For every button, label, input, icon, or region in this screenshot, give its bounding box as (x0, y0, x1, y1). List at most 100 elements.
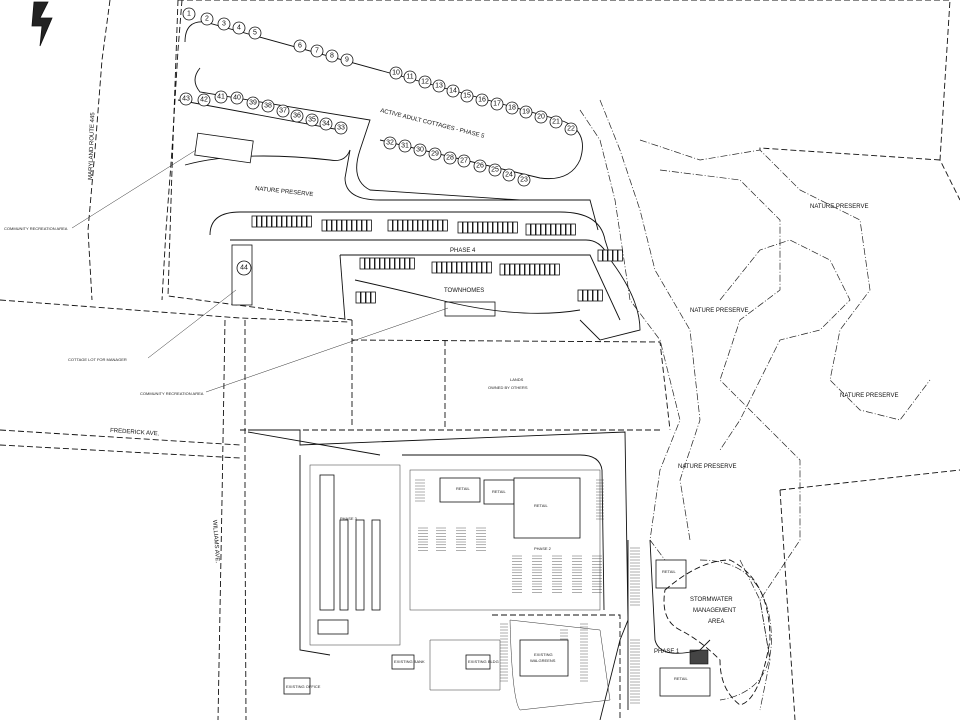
townhome-unit (499, 263, 505, 276)
lot-number: 17 (493, 101, 501, 108)
lot-marker (340, 53, 354, 67)
townhome-unit (366, 219, 372, 232)
townhome-unit (355, 291, 361, 304)
townhome-unit (451, 261, 457, 274)
townhome-unit (545, 223, 551, 236)
lot-number: 1 (187, 11, 191, 18)
lot-number: 11 (406, 74, 413, 81)
lot-number: 5 (253, 30, 257, 37)
townhome-unit (404, 257, 410, 270)
frederick-ave-label: FREDERICK AVE. (110, 428, 160, 437)
townhome-unit (271, 215, 277, 228)
phase1-parking (630, 547, 640, 704)
townhome-blocks (251, 215, 623, 304)
townhome-unit (519, 263, 525, 276)
townhome-unit (341, 219, 347, 232)
phase1-building-dark (689, 649, 709, 665)
townhome-unit (409, 257, 415, 270)
lot-marker (443, 151, 457, 165)
lot-marker (305, 113, 319, 127)
existing-walgreens-site (492, 614, 621, 720)
retail-b-label: RETAIL (492, 489, 506, 494)
lot-marker (389, 66, 403, 80)
townhome-unit (346, 219, 352, 232)
townhome-unit (477, 221, 483, 234)
nature-preserve-label-south: NATURE PRESERVE (678, 464, 736, 470)
townhome-unit (555, 223, 561, 236)
walgreens-building (519, 639, 569, 677)
storage-building-3 (355, 519, 365, 611)
phase1-label: PHASE 1 (654, 649, 680, 655)
townhome-unit (412, 219, 418, 232)
lot-marker (334, 121, 348, 135)
lot-number: 21 (552, 119, 560, 126)
lot-number: 4 (237, 25, 241, 32)
phase4-label: PHASE 4 (450, 248, 476, 254)
lot-number: 36 (293, 113, 301, 120)
parking-lot-main (309, 464, 401, 646)
lot-marker (446, 84, 460, 98)
townhome-unit (471, 261, 477, 274)
cottage-lots-top: 1 2 3 4 5 6 7 8 9 10 11 12 13 14 15 16 1… (182, 7, 578, 136)
townhome-unit (607, 249, 613, 262)
lot-marker (432, 79, 446, 93)
townhome-unit (612, 249, 618, 262)
townhome-unit (597, 249, 603, 262)
callout-leader-rec-north (71, 149, 197, 229)
lot-number: 35 (308, 117, 316, 124)
townhome-unit (296, 215, 302, 228)
lot-marker (325, 49, 339, 63)
townhome-unit (529, 263, 535, 276)
townhome-unit (370, 291, 376, 304)
lot-number: 9 (345, 57, 349, 64)
lot-marker (290, 109, 304, 123)
lot-marker (276, 104, 290, 118)
townhome-unit (587, 289, 593, 302)
lot-number: 30 (416, 147, 424, 154)
townhome-unit (397, 219, 403, 232)
lot-number: 27 (460, 158, 468, 165)
lot-marker (246, 96, 260, 110)
callout-rec-north-label: COMMUNITY RECREATION AREA (4, 226, 68, 231)
townhome-unit (554, 263, 560, 276)
cottage-lots-left: 43 42 41 40 39 38 37 36 35 34 33 (179, 90, 348, 135)
lot-number: 20 (537, 114, 545, 121)
callout-leader-rec-south (205, 307, 449, 393)
existing-bank-building (391, 654, 415, 670)
lot-marker (505, 101, 519, 115)
townhome-unit (461, 261, 467, 274)
townhome-unit (539, 263, 545, 276)
townhome-unit (597, 289, 603, 302)
lot-marker (488, 163, 502, 177)
lands-owned-label-1: LANDS (510, 377, 524, 382)
townhome-unit (384, 257, 390, 270)
townhome-unit (560, 223, 566, 236)
townhome-unit (502, 221, 508, 234)
phase2-label: PHASE 2 (534, 546, 552, 551)
lot-marker (310, 44, 324, 58)
townhomes-label: TOWNHOMES (444, 288, 484, 294)
townhome-unit (482, 221, 488, 234)
townhome-unit (467, 221, 473, 234)
lot-number: 18 (508, 105, 516, 112)
lot-number: 25 (491, 167, 499, 174)
townhome-unit (525, 223, 531, 236)
lot-marker (319, 117, 333, 131)
townhome-unit (582, 289, 588, 302)
lot-number: 22 (567, 126, 575, 133)
townhome-unit (402, 219, 408, 232)
retail-d-label: RETAIL (662, 569, 676, 574)
lot-number: 15 (463, 93, 471, 100)
townhome-unit (486, 261, 492, 274)
townhome-loop-road (209, 211, 641, 341)
lot-number: 34 (322, 121, 330, 128)
lot-marker (261, 99, 275, 113)
lot-marker (217, 17, 231, 31)
townhome-unit (512, 221, 518, 234)
lot-number: 42 (200, 97, 208, 104)
townhome-unit (514, 263, 520, 276)
lot-marker (428, 147, 442, 161)
townhome-unit (291, 215, 297, 228)
townhome-unit (374, 257, 380, 270)
lot-number: 3 (222, 21, 226, 28)
